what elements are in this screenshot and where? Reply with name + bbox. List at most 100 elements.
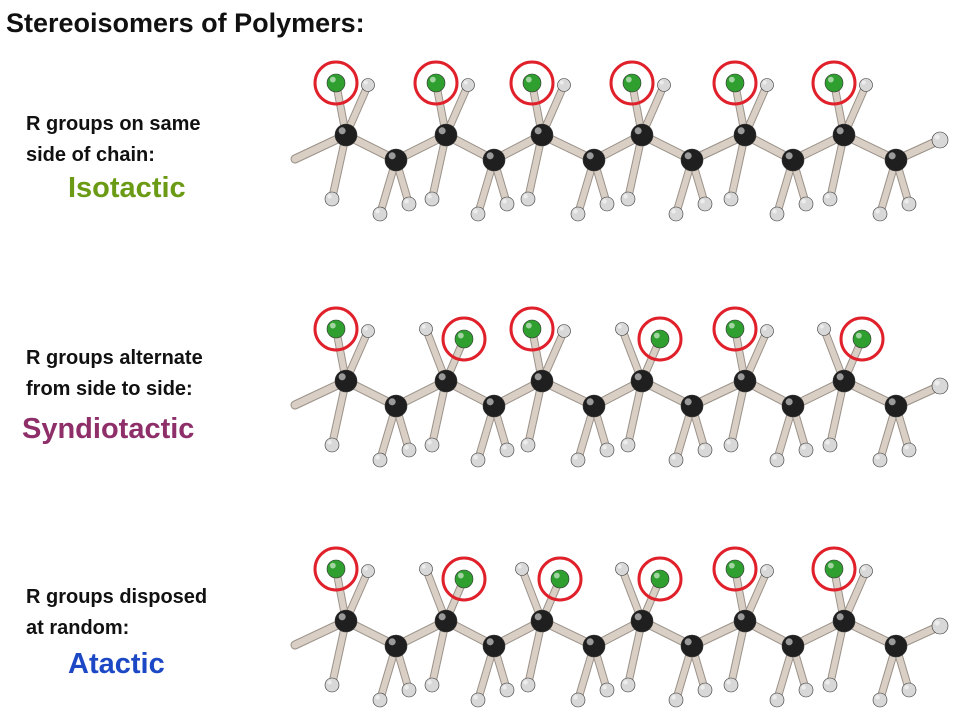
hydrogen-atom-shine bbox=[617, 564, 622, 569]
hydrogen-atom-shine bbox=[523, 194, 528, 199]
r-group-atom-shine bbox=[457, 332, 464, 339]
hydrogen-atom bbox=[620, 437, 636, 453]
carbon-atom-shine bbox=[338, 127, 346, 135]
r-group-highlight-ring bbox=[811, 60, 857, 106]
r-group-atom-shine bbox=[525, 76, 532, 83]
hydrogen-atom-shine bbox=[762, 326, 767, 331]
hydrogen-atom bbox=[859, 78, 873, 92]
hydrogen-atom-shine bbox=[559, 80, 564, 85]
hydrogen-atom-shine bbox=[825, 194, 830, 199]
hydrogen-atom bbox=[872, 452, 888, 468]
hydrogen-atom-shine bbox=[762, 566, 767, 571]
carbon-atom-shine bbox=[836, 127, 844, 135]
hydrogen-atom-shine bbox=[801, 445, 806, 450]
r-group-atom bbox=[326, 73, 346, 93]
r-group-atom bbox=[725, 319, 745, 339]
hydrogen-atom-shine bbox=[671, 455, 676, 460]
hydrogen-atom-shine bbox=[819, 324, 824, 329]
carbon-atom bbox=[334, 123, 358, 147]
carbon-atom bbox=[334, 609, 358, 633]
hydrogen-atom bbox=[557, 78, 571, 92]
r-group-atom bbox=[622, 73, 642, 93]
hydrogen-atom-shine bbox=[327, 680, 332, 685]
hydrogen-atom-shine bbox=[473, 695, 478, 700]
hydrogen-atom bbox=[769, 692, 785, 708]
carbon-atom bbox=[384, 634, 408, 658]
carbon-atom-shine bbox=[684, 152, 692, 160]
hydrogen-atom-shine bbox=[327, 194, 332, 199]
r-group-highlight-ring bbox=[712, 306, 758, 352]
carbon-atom bbox=[884, 634, 908, 658]
hydrogen-atom bbox=[901, 682, 917, 698]
carbon-atom-shine bbox=[534, 373, 542, 381]
hydrogen-atom bbox=[599, 682, 615, 698]
hydrogen-atom-shine bbox=[726, 440, 731, 445]
r-group-highlight-ring bbox=[441, 556, 487, 602]
isotactic-description: R groups on same side of chain: bbox=[26, 109, 200, 171]
hydrogen-atom-shine bbox=[427, 194, 432, 199]
hydrogen-atom-shine bbox=[825, 440, 830, 445]
carbon-atom-shine bbox=[684, 638, 692, 646]
hydrogen-atom-shine bbox=[762, 80, 767, 85]
carbon-atom bbox=[733, 609, 757, 633]
carbon-atom-shine bbox=[888, 398, 896, 406]
hydrogen-atom-shine bbox=[801, 685, 806, 690]
hydrogen-atom bbox=[361, 324, 375, 338]
carbon-atom bbox=[384, 148, 408, 172]
hydrogen-atom bbox=[470, 206, 486, 222]
r-group-atom bbox=[852, 329, 872, 349]
hydrogen-atom bbox=[872, 692, 888, 708]
carbon-atom bbox=[434, 123, 458, 147]
hydrogen-atom-shine bbox=[623, 194, 628, 199]
hydrogen-atom bbox=[499, 682, 515, 698]
hydrogen-atom bbox=[822, 677, 838, 693]
hydrogen-atom bbox=[557, 324, 571, 338]
hydrogen-atom-shine bbox=[363, 80, 368, 85]
carbon-atom bbox=[630, 369, 654, 393]
hydrogen-atom-shine bbox=[726, 680, 731, 685]
carbon-atom bbox=[832, 369, 856, 393]
hydrogen-atom bbox=[401, 442, 417, 458]
hydrogen-atom bbox=[697, 442, 713, 458]
carbon-atom-shine bbox=[338, 613, 346, 621]
r-group-atom bbox=[454, 569, 474, 589]
atactic-description-line-2: at random: bbox=[26, 617, 130, 639]
hydrogen-atom-shine bbox=[404, 199, 409, 204]
carbon-atom-shine bbox=[486, 152, 494, 160]
hydrogen-atom-shine bbox=[473, 209, 478, 214]
r-group-atom-shine bbox=[429, 76, 436, 83]
hydrogen-atom-shine bbox=[934, 620, 940, 626]
hydrogen-atom-shine bbox=[772, 455, 777, 460]
r-group-atom-shine bbox=[728, 322, 735, 329]
hydrogen-atom bbox=[668, 692, 684, 708]
r-group-highlight-ring bbox=[609, 60, 655, 106]
hydrogen-atom-shine bbox=[875, 209, 880, 214]
hydrogen-atom-shine bbox=[502, 685, 507, 690]
r-group-highlight-ring bbox=[509, 306, 555, 352]
hydrogen-atom-shine bbox=[363, 326, 368, 331]
carbon-atom-shine bbox=[634, 613, 642, 621]
r-group-atom bbox=[650, 329, 670, 349]
syndiotactic-description-line-1: R groups alternate bbox=[26, 347, 203, 369]
hydrogen-atom bbox=[668, 452, 684, 468]
carbon-atom bbox=[482, 148, 506, 172]
hydrogen-atom bbox=[599, 442, 615, 458]
carbon-atom bbox=[832, 609, 856, 633]
r-group-atom bbox=[725, 559, 745, 579]
atactic-description-line-1: R groups disposed bbox=[26, 586, 208, 608]
r-group-atom bbox=[550, 569, 570, 589]
carbon-atom bbox=[680, 148, 704, 172]
hydrogen-atom-shine bbox=[875, 695, 880, 700]
hydrogen-atom-shine bbox=[934, 134, 940, 140]
hydrogen-atom bbox=[822, 437, 838, 453]
r-group-highlight-ring bbox=[509, 60, 555, 106]
hydrogen-atom-shine bbox=[473, 455, 478, 460]
carbon-atom bbox=[582, 148, 606, 172]
hydrogen-atom bbox=[401, 196, 417, 212]
r-group-atom-shine bbox=[728, 562, 735, 569]
carbon-atom bbox=[781, 634, 805, 658]
carbon-atom bbox=[482, 634, 506, 658]
carbon-atom-shine bbox=[438, 613, 446, 621]
r-group-highlight-ring bbox=[637, 316, 683, 362]
carbon-atom bbox=[434, 369, 458, 393]
